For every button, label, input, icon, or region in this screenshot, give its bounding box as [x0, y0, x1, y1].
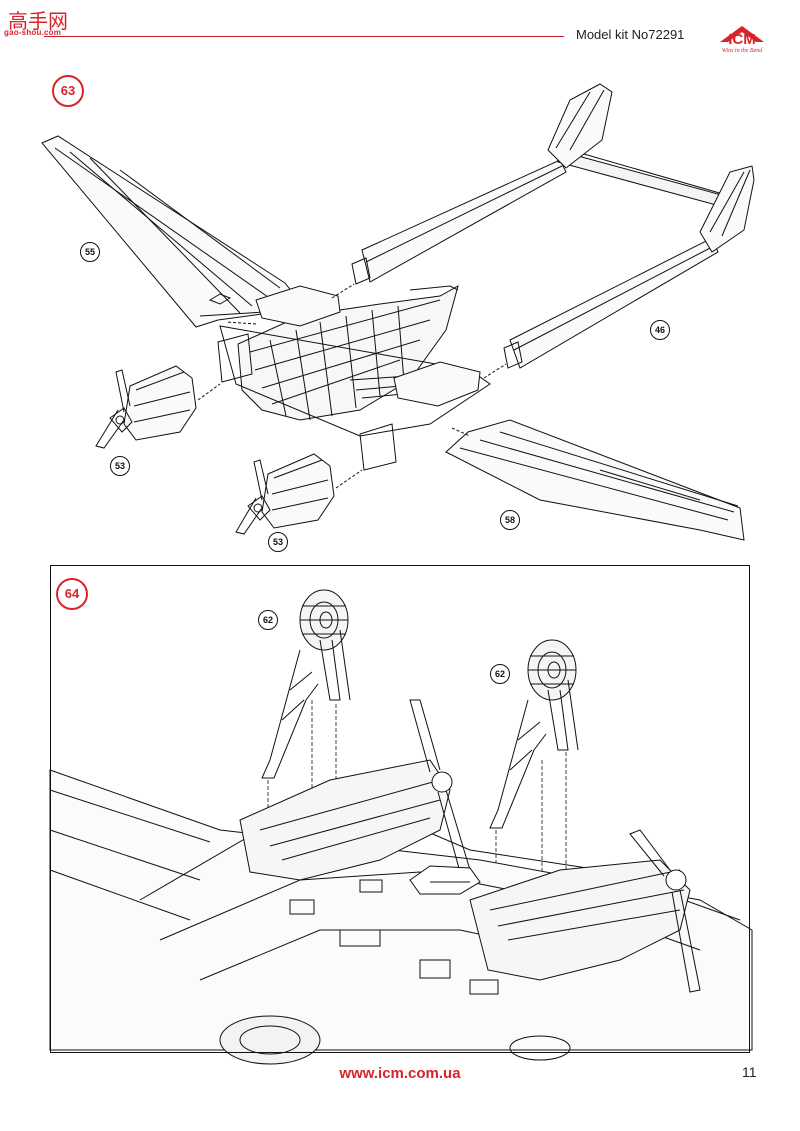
right-wing-part — [445, 419, 745, 541]
part-callout-62-left: 62 — [258, 610, 278, 630]
watermark-logo-icon: 高手网 — [8, 9, 68, 33]
part-callout-53-right: 53 — [268, 532, 288, 552]
left-landing-gear-part — [261, 589, 351, 779]
aircraft-underside — [49, 699, 753, 1065]
part-callout-46: 46 — [650, 320, 670, 340]
watermark-glyphs: 高手网 — [8, 9, 68, 33]
part-callout-58: 58 — [500, 510, 520, 530]
brand-tagline: Wins in the Bend — [722, 48, 763, 54]
brand-name: ICM — [728, 31, 756, 48]
assembly-arrows — [197, 283, 507, 489]
step-64-frame — [50, 565, 750, 1053]
watermark-text: gao-shou.com — [4, 28, 62, 37]
right-nacelle-front — [359, 423, 397, 471]
right-engine-part — [235, 453, 335, 535]
step-63-badge: 63 — [52, 75, 84, 107]
part-callout-62-right: 62 — [490, 664, 510, 684]
step-64-badge: 64 — [56, 578, 88, 610]
left-nacelle-front — [217, 333, 253, 383]
part-callout-55: 55 — [80, 242, 100, 262]
left-wing-part — [41, 135, 297, 328]
step-64-landing-gear — [49, 589, 753, 1065]
left-engine-part — [95, 365, 197, 449]
header-rule — [44, 36, 564, 37]
right-landing-gear-part — [489, 639, 579, 829]
kit-number-label: Model kit No72291 — [576, 27, 685, 42]
footer-website-link[interactable]: www.icm.com.ua — [339, 1065, 461, 1082]
step-63-exploded-aircraft — [41, 83, 755, 541]
page-number: 11 — [742, 1064, 757, 1080]
part-callout-53-left: 53 — [110, 456, 130, 476]
tail-boom-assembly-part — [351, 83, 755, 369]
central-fuselage-part — [219, 284, 491, 437]
icm-brand-logo-icon: ICM Wins in the Bend — [720, 26, 764, 54]
